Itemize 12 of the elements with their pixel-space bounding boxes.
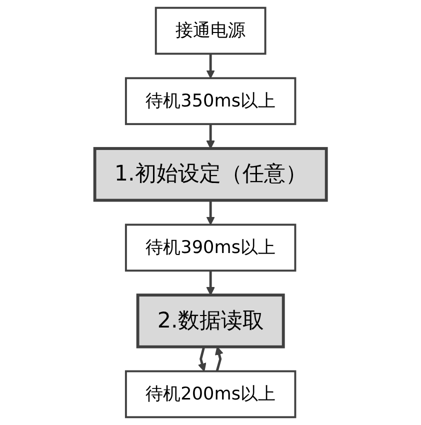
arrow <box>214 346 224 372</box>
node-box: 待机350ms以上 <box>124 77 296 126</box>
node-box: 2.数据读取 <box>136 294 285 348</box>
arrow <box>206 200 215 226</box>
arrow <box>206 270 215 296</box>
node-box: 待机390ms以上 <box>124 224 296 272</box>
arrow <box>206 54 215 79</box>
arrow <box>206 124 215 149</box>
node-box: 1.初始设定（任意） <box>93 147 328 202</box>
arrow <box>198 346 206 372</box>
node-box: 待机200ms以上 <box>124 370 296 418</box>
node-box: 接通电源 <box>154 6 266 55</box>
